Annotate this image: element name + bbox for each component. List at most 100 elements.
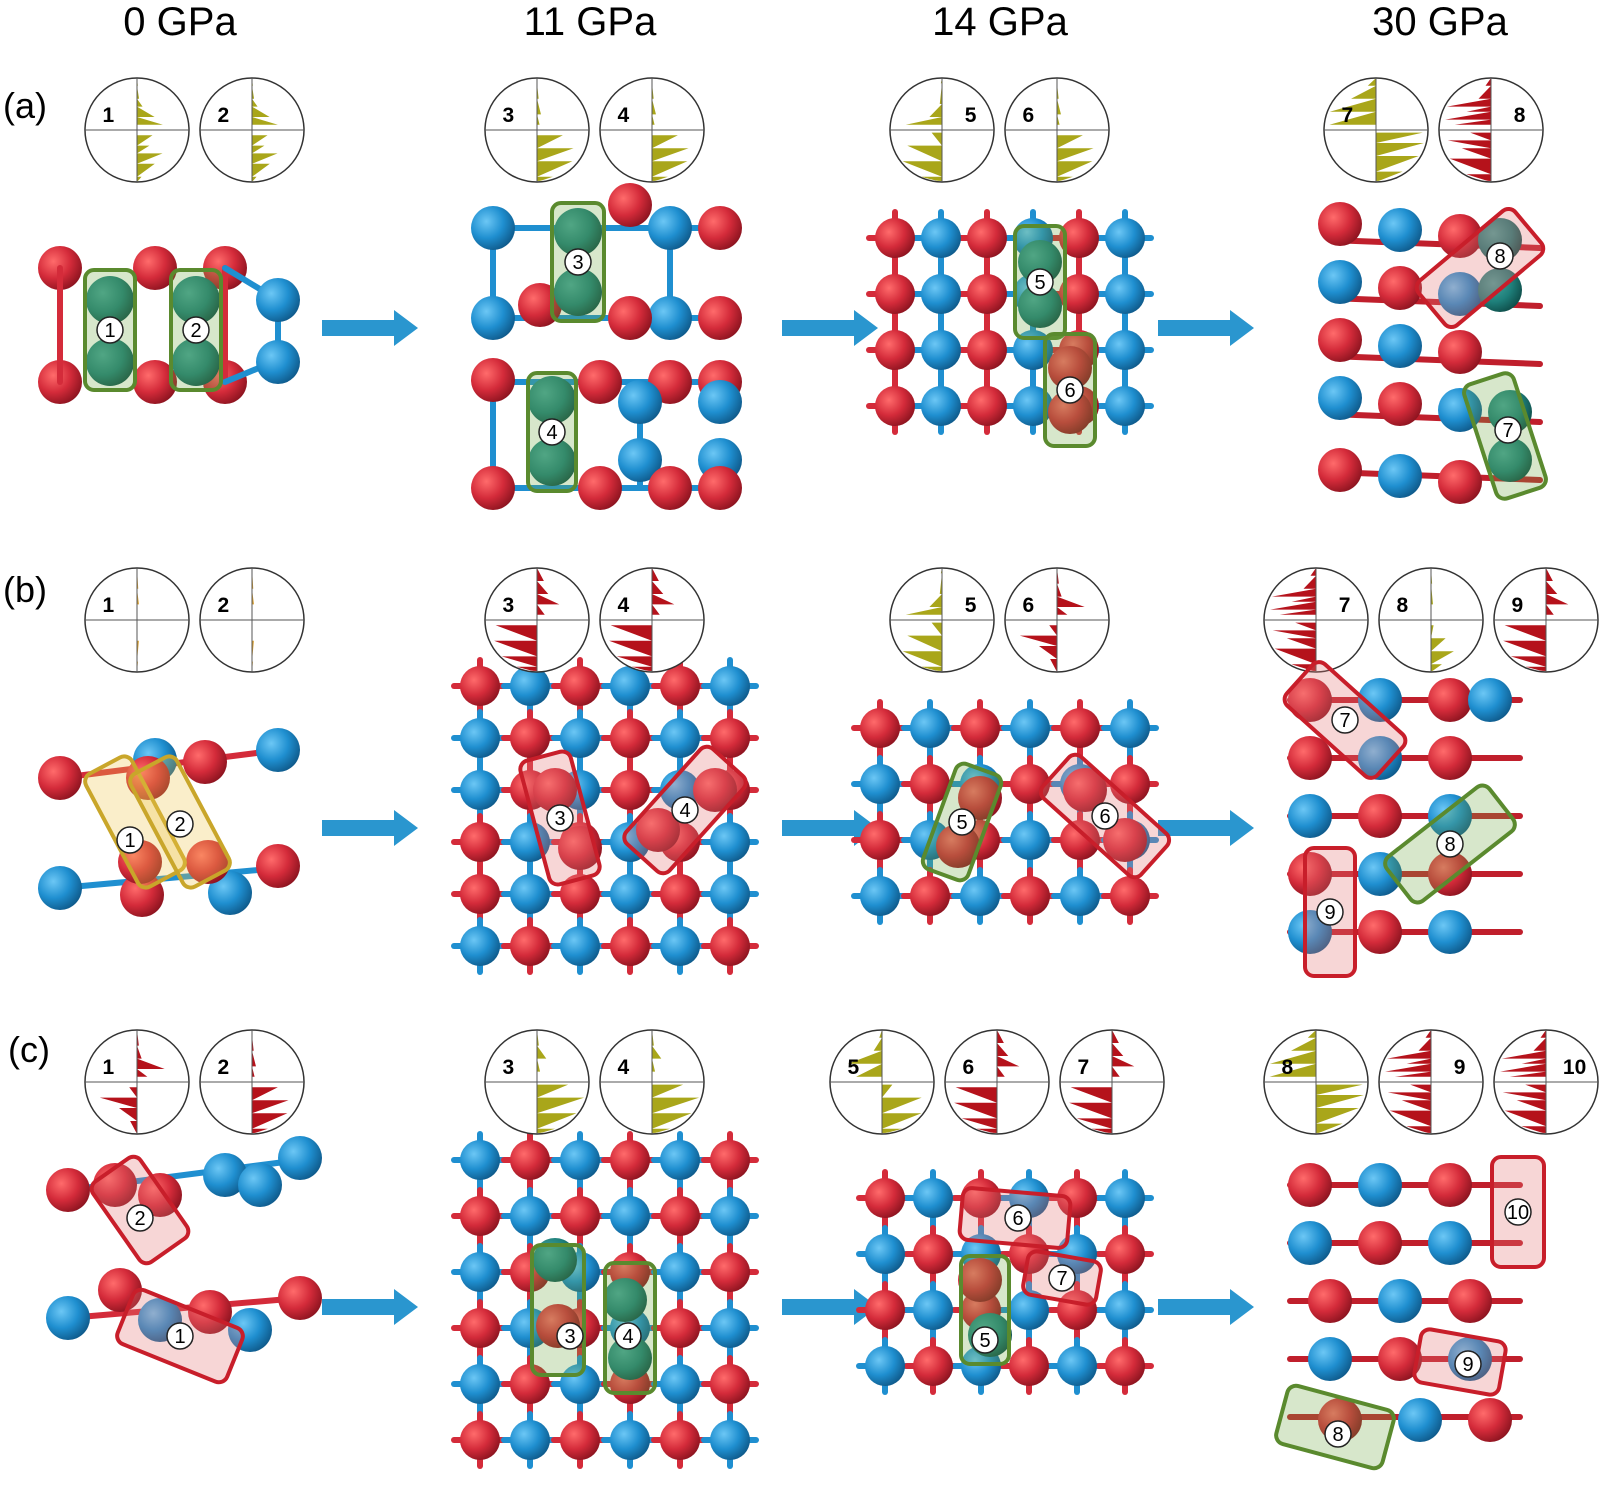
atom [660, 874, 700, 914]
dos-up-left-fill [1445, 79, 1491, 130]
dos-down-left-fill [1502, 1082, 1546, 1133]
dos-down-fill [1431, 620, 1454, 671]
pie-number-label: 3 [503, 594, 515, 617]
atom [471, 206, 515, 250]
atom [1428, 910, 1472, 954]
row-label-b: (b) [3, 569, 47, 610]
dos-pie-chart: 1 [84, 1029, 190, 1135]
dos-pie-chart: 3 [484, 77, 590, 183]
bond-box-badge [538, 418, 566, 446]
atom [660, 666, 700, 706]
dos-down-left-fill [954, 1082, 997, 1133]
atom [1060, 820, 1100, 860]
atom [698, 206, 742, 250]
pie-number-label: 8 [1514, 104, 1526, 127]
atom [660, 1196, 700, 1236]
atom [1438, 460, 1482, 504]
bond-box-label: 4 [546, 422, 557, 444]
bond-box-label: 5 [956, 812, 967, 834]
atom [1288, 794, 1332, 838]
dos-up-fill [652, 569, 675, 620]
bond-box-label: 2 [174, 814, 185, 836]
atom [1048, 346, 1092, 390]
dos-down-fill [252, 1082, 289, 1133]
bond-box-label: 6 [1099, 806, 1110, 828]
crystal-lattices [38, 183, 1543, 1469]
dos-pie-chart: 6 [1004, 567, 1110, 673]
atom [660, 926, 700, 966]
atom [228, 1308, 272, 1352]
bond-box-label: 6 [1012, 1208, 1023, 1230]
bond-box-label: 1 [124, 830, 135, 852]
dos-down-left-fill [1019, 620, 1057, 671]
atom [913, 1346, 953, 1386]
pie-number-label: 1 [103, 104, 115, 127]
dos-pie-chart: 1 [84, 567, 190, 673]
bond-box-label: 7 [1339, 710, 1350, 732]
atom [1428, 852, 1472, 896]
atom [660, 1364, 700, 1404]
atom [1010, 820, 1050, 860]
atom [38, 756, 82, 800]
atom [1308, 1279, 1352, 1323]
dos-down-fill [652, 130, 689, 181]
atom [560, 718, 600, 758]
row-label-c: (c) [8, 1029, 50, 1070]
bond [1327, 353, 1543, 367]
atom [46, 1168, 90, 1212]
dos-pie-chart: 4 [599, 77, 705, 183]
column-title-2: 14 GPa [932, 0, 1068, 44]
atom [610, 874, 650, 914]
atom [1358, 678, 1402, 722]
atom [936, 824, 980, 868]
bond-box-badge [546, 804, 574, 832]
atom [38, 866, 82, 910]
atom [910, 764, 950, 804]
atom [460, 1196, 500, 1236]
transition-arrow-r0-0 [322, 310, 418, 346]
bond-box-badge [564, 248, 592, 276]
atom [578, 466, 622, 510]
atom [967, 330, 1007, 370]
pie-number-label: 5 [965, 104, 977, 127]
atom [1428, 736, 1472, 780]
transition-arrow-r2-1 [782, 1289, 878, 1325]
dos-down-fill [137, 130, 163, 181]
atom [554, 268, 602, 316]
dos-pie-chart: 6 [944, 1029, 1050, 1135]
atom [610, 926, 650, 966]
atom [1318, 260, 1362, 304]
dos-up-left-fill [905, 569, 942, 620]
dos-down-fill [537, 1082, 585, 1133]
dos-pie-chart: 8 [1438, 77, 1544, 183]
dos-up-left-fill [905, 79, 942, 130]
dos-down-left-fill [902, 130, 942, 181]
atom [460, 822, 500, 862]
bond-box-label: 5 [979, 1330, 990, 1352]
pie-number-label: 8 [1397, 594, 1409, 617]
atom [875, 274, 915, 314]
transition-arrow-r0-1 [782, 310, 878, 346]
atom [460, 1252, 500, 1292]
transition-arrow-r0-2 [1158, 310, 1254, 346]
pie-number-label: 5 [965, 594, 977, 617]
atom [910, 708, 950, 748]
atom [460, 1364, 500, 1404]
dos-down-left-fill [609, 620, 652, 671]
dos-pie-chart: 10 [1493, 1029, 1599, 1135]
atom [183, 740, 227, 784]
atom [1318, 376, 1362, 420]
atom [1105, 1346, 1145, 1386]
atom [710, 1420, 750, 1460]
atom [528, 376, 576, 424]
dos-down-left-fill [494, 620, 537, 671]
dos-down-fill [252, 620, 254, 671]
atom [1057, 1346, 1097, 1386]
atom [1110, 708, 1150, 748]
atom [1105, 1234, 1145, 1274]
column-title-1: 11 GPa [524, 0, 657, 44]
dos-pie-chart: 7 [1263, 567, 1369, 673]
dos-pie-chart: 9 [1378, 1029, 1484, 1135]
atom [921, 218, 961, 258]
atom [1110, 876, 1150, 916]
